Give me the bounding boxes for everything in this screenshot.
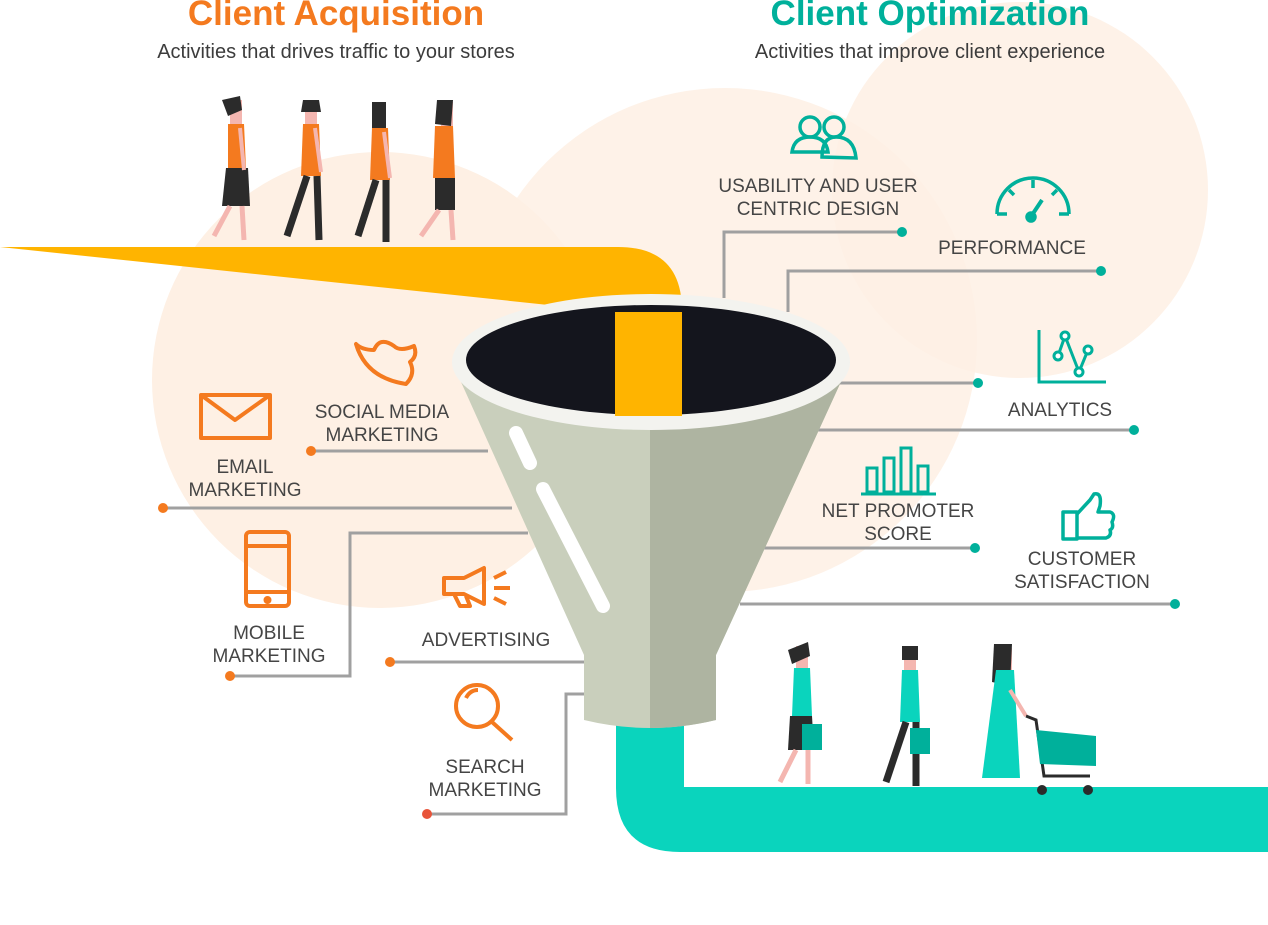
connector-performance: [786, 269, 1101, 312]
dot-nps: [970, 543, 980, 553]
person-orange-1: [211, 96, 250, 241]
person-orange-2: [283, 100, 323, 241]
smartphone-icon: [244, 530, 291, 608]
label-advertising: ADVERTISING: [421, 630, 551, 651]
acquisition-title: Client Acquisition: [187, 0, 485, 33]
label-usability-user-centric-design: USABILITY AND USER CENTRIC DESIGN: [718, 176, 918, 220]
line-graph-icon: [1037, 330, 1106, 384]
walking-people-orange: [211, 96, 456, 242]
funnel-body-dark: [650, 362, 850, 728]
person-orange-3: [354, 102, 392, 242]
dot-analytics-2: [1129, 425, 1139, 435]
dot-search: [422, 809, 432, 819]
dot-social: [306, 446, 316, 456]
connector-mobile: [230, 531, 528, 678]
twitter-bird-icon: [354, 339, 418, 386]
shoppers-teal: [777, 642, 1096, 795]
label-performance: PERFORMANCE: [938, 238, 1086, 259]
optimization-title: Client Optimization: [770, 0, 1090, 33]
optimization-subtitle: Activities that improve client experienc…: [754, 41, 1106, 63]
label-analytics: ANALYTICS: [1007, 400, 1113, 421]
optimization-connectors: [722, 230, 1175, 606]
label-social-media-marketing: SOCIAL MEDIA MARKETING: [314, 402, 450, 446]
dot-advertising: [385, 657, 395, 667]
envelope-icon: [199, 393, 272, 440]
teal-output-pipe: [616, 722, 1268, 852]
label-search-marketing: SEARCH MARKETING: [428, 757, 542, 801]
label-customer-satisfaction: CUSTOMER SATISFACTION: [1014, 549, 1150, 593]
funnel-inner-pipe: [615, 312, 682, 416]
acquisition-connectors: [163, 449, 588, 816]
dot-analytics: [973, 378, 983, 388]
dot-satisfaction: [1170, 599, 1180, 609]
shopper-teal-3: [982, 644, 1096, 795]
dot-usability: [897, 227, 907, 237]
connector-usability: [722, 230, 902, 298]
label-email-marketing: EMAIL MARKETING: [188, 457, 302, 501]
acquisition-connector-dots: [158, 446, 432, 819]
shopper-teal-1: [777, 642, 822, 784]
thumbs-up-icon: [1061, 492, 1116, 541]
optimization-connector-dots: [897, 227, 1180, 609]
connector-search: [427, 692, 588, 816]
magnifier-icon: [454, 683, 514, 742]
acquisition-subtitle: Activities that drives traffic to your s…: [157, 41, 515, 63]
person-orange-4: [418, 100, 456, 241]
funnel-highlight-1: [509, 426, 537, 470]
label-net-promoter-score: NET PROMOTER SCORE: [821, 501, 975, 545]
megaphone-icon: [442, 566, 510, 608]
dot-mobile: [225, 671, 235, 681]
speedometer-icon: [995, 176, 1071, 223]
users-icon: [790, 115, 858, 160]
bar-chart-icon: [861, 446, 936, 496]
yellow-input-pipe: [0, 247, 682, 416]
dot-email: [158, 503, 168, 513]
dot-performance: [1096, 266, 1106, 276]
bubble-right: [832, 2, 1208, 378]
label-mobile-marketing: MOBILE MARKETING: [212, 623, 326, 667]
funnel-highlight-2: [536, 482, 610, 613]
shopper-teal-2: [882, 646, 930, 786]
funnel: [452, 294, 850, 728]
